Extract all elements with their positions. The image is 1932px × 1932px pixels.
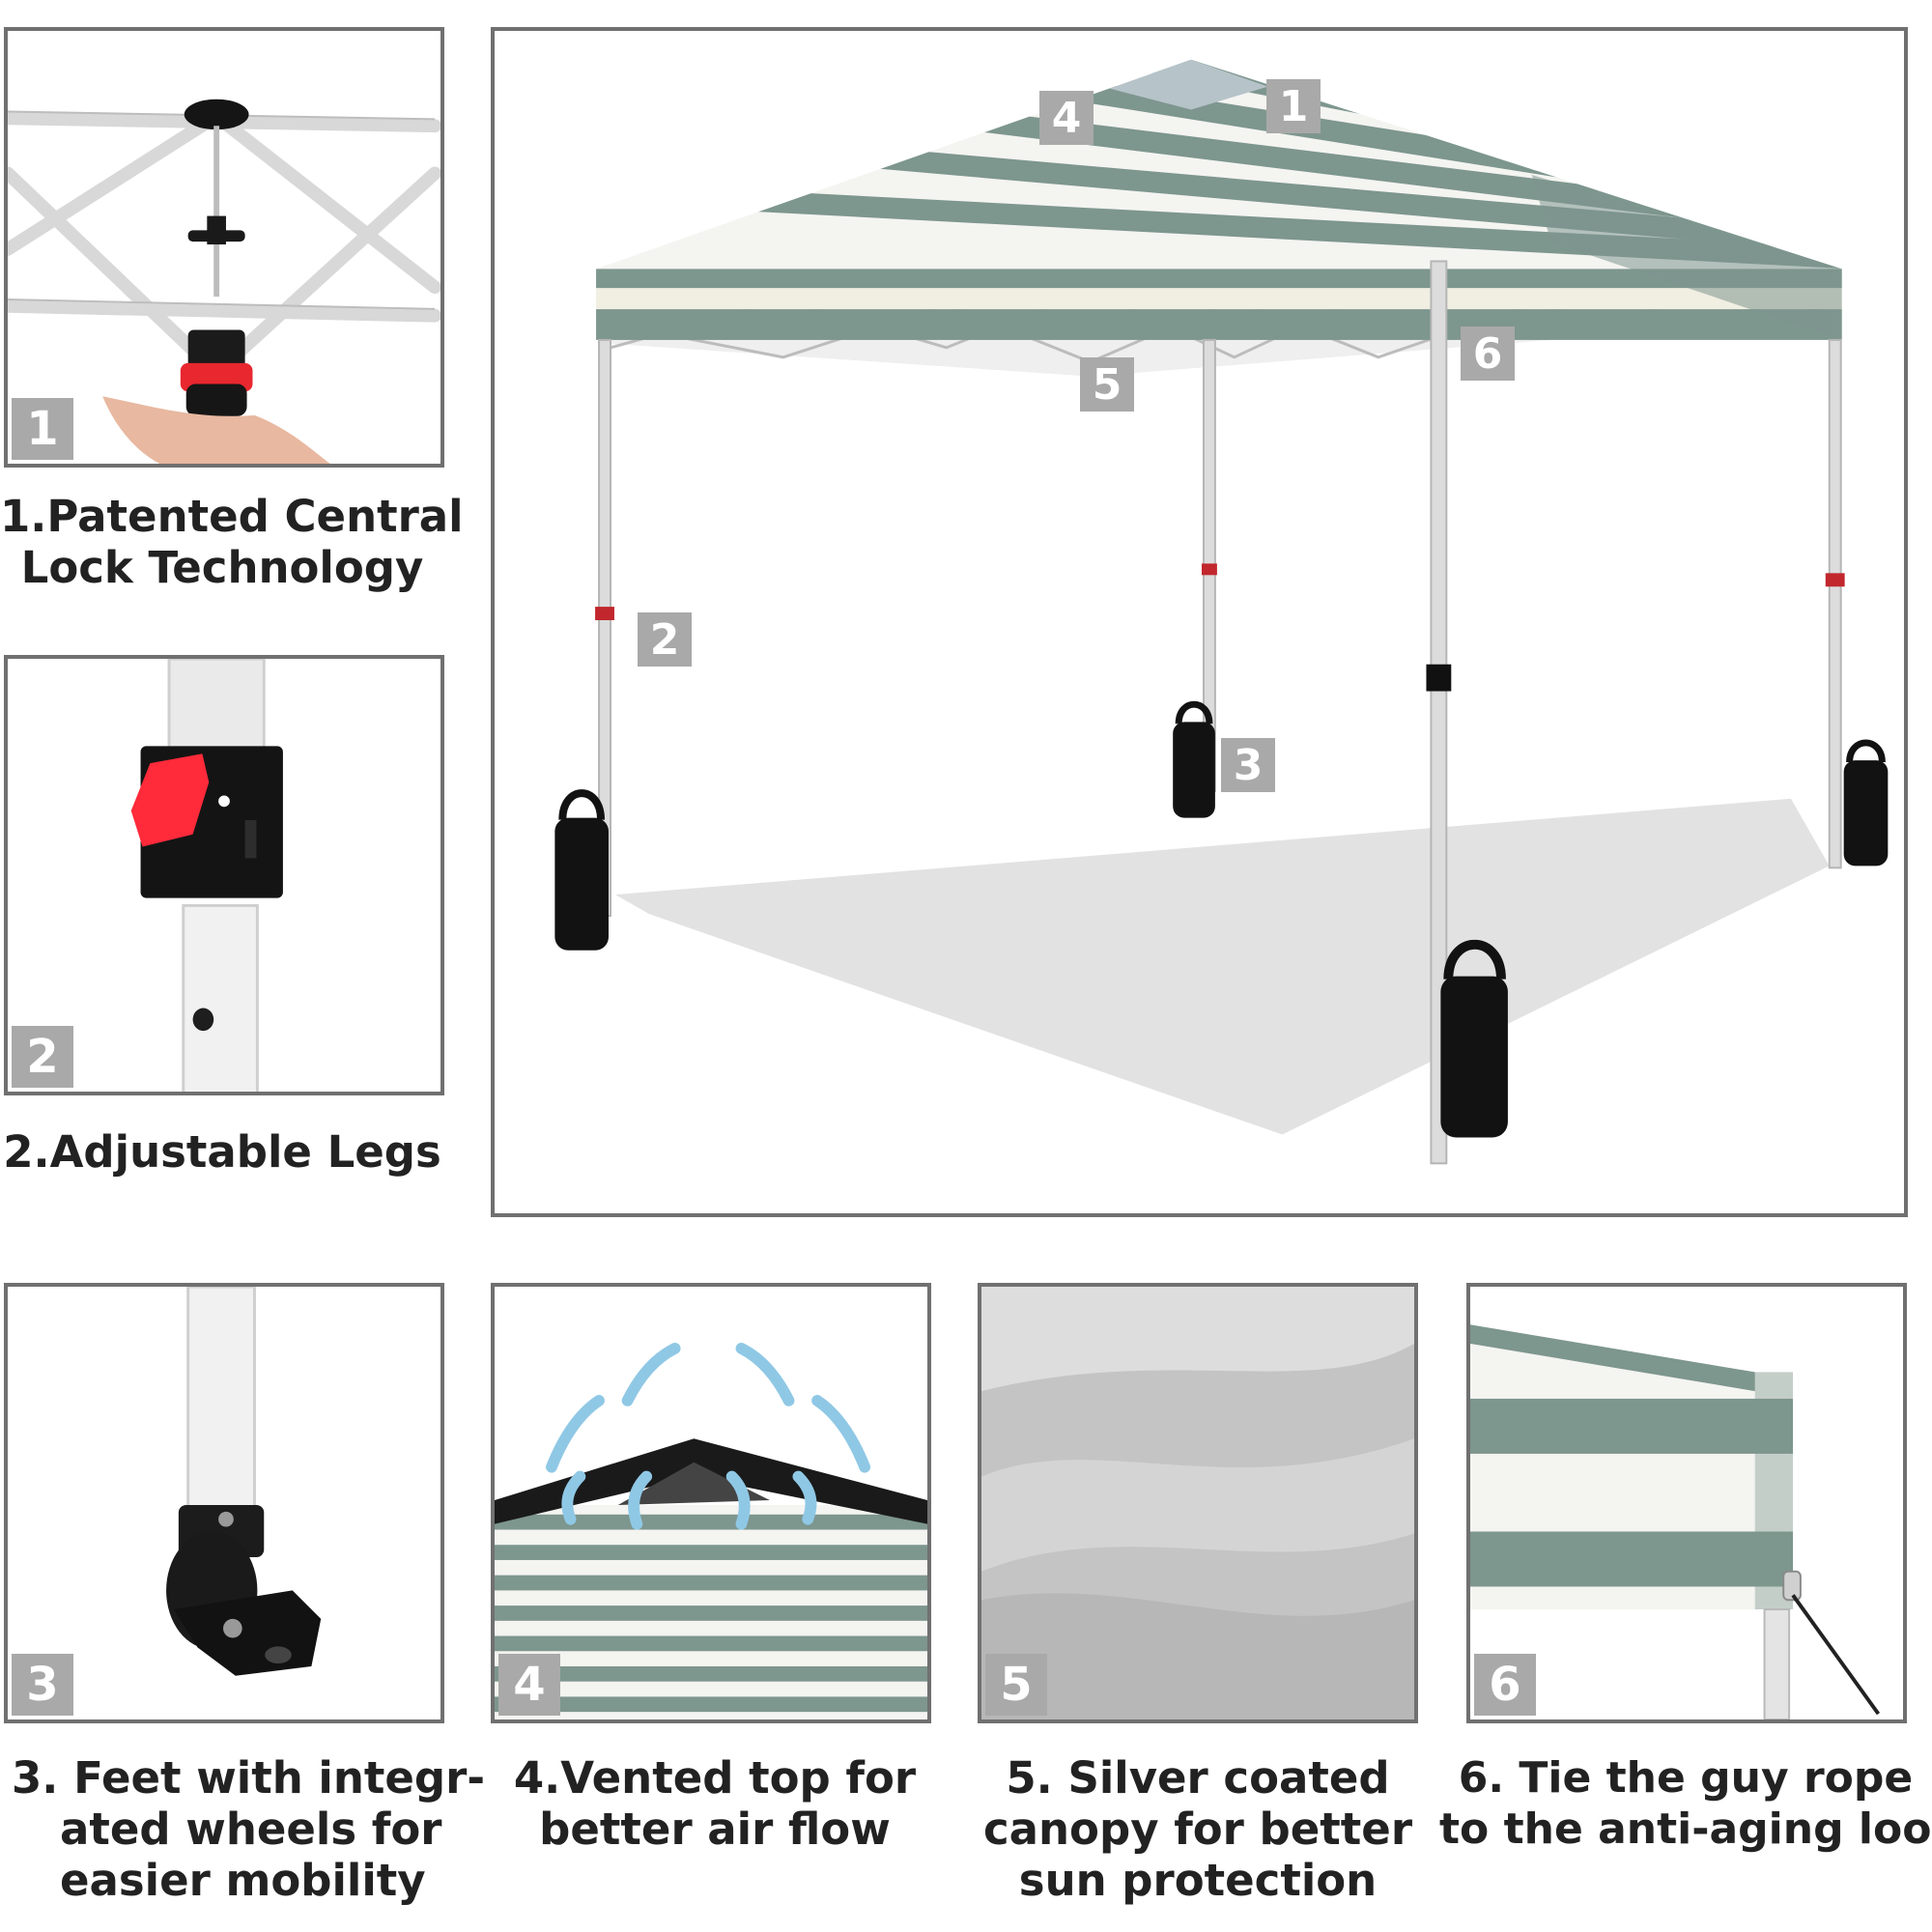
main-canopy-image: 4 1 5 6 2 3 xyxy=(491,27,1908,1217)
feature-panel-vented-top: 4 xyxy=(491,1283,931,1723)
feature-panel-silver-coating: 5 xyxy=(978,1283,1418,1723)
caption-line: to the anti-aging loop xyxy=(1439,1804,1932,1854)
vent-airflow-icon xyxy=(495,1342,927,1719)
panel-caption-vented-top: 4.Vented top for better air flow xyxy=(488,1752,942,1855)
caption-line: 5. Silver coated xyxy=(1006,1752,1390,1804)
striped-canopy-tent-icon xyxy=(554,59,1889,1165)
silver-fabric-icon xyxy=(981,1287,1414,1719)
caption-line: easier mobility xyxy=(60,1855,426,1906)
feature-panel-adjustable-legs: 2 xyxy=(4,655,444,1095)
panel-number-badge: 6 xyxy=(1474,1654,1536,1716)
panel-number-badge: 1 xyxy=(12,398,73,460)
panel-number-badge: 4 xyxy=(498,1654,560,1716)
main-callout-1: 1 xyxy=(1266,79,1321,133)
panel-caption-central-lock: 1.Patented Central Lock Technology xyxy=(0,491,464,593)
main-callout-6: 6 xyxy=(1461,327,1515,381)
caption-line: Lock Technology xyxy=(20,542,424,593)
panel-caption-guy-rope: 6. Tie the guy rope to the anti-aging lo… xyxy=(1439,1752,1932,1855)
main-callout-3: 3 xyxy=(1221,738,1275,792)
guy-rope-loop-icon xyxy=(1470,1324,1881,1719)
panel-number-badge: 2 xyxy=(12,1026,73,1088)
feature-panel-central-lock: 1 xyxy=(4,27,444,468)
leg-lock-button-icon xyxy=(130,659,283,1092)
caption-line: better air flow xyxy=(539,1804,891,1855)
main-callout-5: 5 xyxy=(1080,357,1134,412)
main-callout-4: 4 xyxy=(1039,91,1094,145)
wheeled-foot-icon xyxy=(166,1287,322,1676)
caption-line: 1.Patented Central xyxy=(0,491,464,542)
feature-panel-guy-rope: 6 xyxy=(1466,1283,1907,1723)
panel-number-badge: 5 xyxy=(985,1654,1047,1716)
central-lock-hub-icon xyxy=(8,99,440,464)
panel-caption-silver-coating: 5. Silver coated canopy for better sun p… xyxy=(966,1752,1430,1906)
panel-caption-wheeled-feet: 3. Feet with integr- ated wheels for eas… xyxy=(12,1752,485,1906)
caption-line: canopy for better xyxy=(982,1804,1413,1855)
caption-line: ated wheels for xyxy=(60,1804,442,1855)
caption-line: 6. Tie the guy rope xyxy=(1458,1753,1914,1803)
feature-panel-wheeled-feet: 3 xyxy=(4,1283,444,1723)
caption-line: 4.Vented top for xyxy=(513,1752,917,1804)
caption-line: 3. Feet with integr- xyxy=(12,1752,485,1804)
main-callout-2: 2 xyxy=(638,612,692,667)
caption-line: 2.Adjustable Legs xyxy=(3,1126,441,1178)
panel-number-badge: 3 xyxy=(12,1654,73,1716)
caption-line: sun protection xyxy=(1018,1855,1378,1906)
panel-caption-adjustable-legs: 2.Adjustable Legs xyxy=(0,1126,444,1178)
